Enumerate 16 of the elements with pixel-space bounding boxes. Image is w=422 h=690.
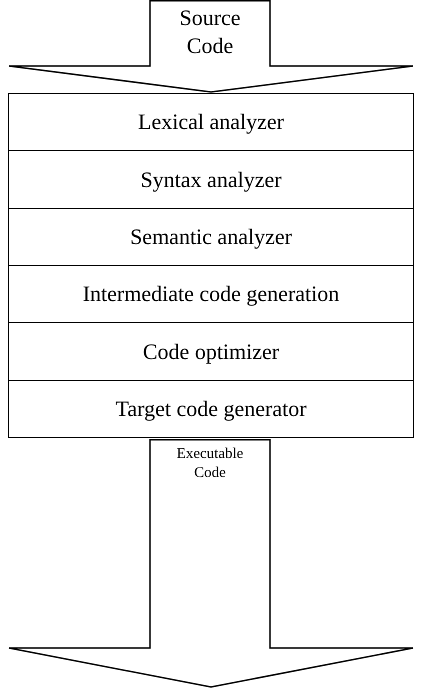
process-box bbox=[8, 380, 414, 438]
stage-label: Code optimizer bbox=[142, 338, 280, 365]
process-box bbox=[8, 322, 414, 381]
arrow-label: Source Code bbox=[178, 4, 242, 59]
stage-label: Syntax analyzer bbox=[140, 166, 282, 193]
stage-label: Semantic analyzer bbox=[130, 224, 292, 250]
process-box bbox=[8, 150, 414, 210]
process-box bbox=[8, 93, 414, 152]
stage-label: Lexical analyzer bbox=[138, 109, 284, 136]
block-arrow bbox=[8, 439, 414, 688]
stage-label: Intermediate code generation bbox=[82, 281, 340, 308]
arrow-label: Executable Code bbox=[176, 445, 244, 482]
process-box bbox=[8, 264, 414, 324]
block-arrow bbox=[8, 0, 414, 93]
process-box bbox=[8, 208, 414, 266]
stage-label: Target code generator bbox=[115, 396, 307, 422]
